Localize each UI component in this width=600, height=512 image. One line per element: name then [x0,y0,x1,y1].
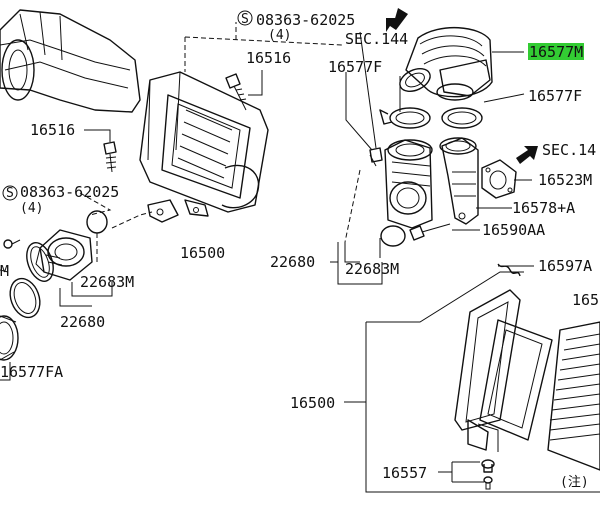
label-16577m[interactable]: 16577M [529,43,583,61]
bolt-16516-left[interactable] [103,141,117,173]
label-16516-left[interactable]: 16516 [30,121,75,139]
label-16577f-b[interactable]: 16577F [528,87,582,105]
screw-symbol-top-letter: S [241,12,249,27]
clamp-16577f-b[interactable] [441,107,483,129]
bolt-16516-top[interactable] [225,73,247,111]
label-m-cut: M [0,262,9,280]
label-bolt-code-left: 08363-62025 [20,183,119,201]
label-note: (注) [560,475,589,490]
gasket-16523m[interactable] [481,159,517,199]
air-cleaner-housing-upper[interactable] [139,71,269,223]
airflow-meter-right[interactable] [384,139,433,229]
air-duct-left[interactable] [0,9,141,113]
bolt-flow-meter[interactable] [369,147,383,167]
bolt-16590aa[interactable] [409,223,451,241]
air-cleaner-housing-lower[interactable] [454,289,553,452]
highlight-16577m [528,43,584,60]
screw-left[interactable] [3,239,21,249]
grommet-16557-a[interactable] [481,459,495,473]
label-16516-top[interactable]: 16516 [246,49,291,67]
label-16578a[interactable]: 16578+A [512,199,575,217]
label-22683m-right[interactable]: 22683M [345,260,399,278]
label-16577f-a[interactable]: 16577F [328,58,382,76]
seal-disc-left[interactable] [86,210,108,234]
label-16597a[interactable]: 16597A [538,257,592,275]
grommet-16557-b[interactable] [483,476,493,490]
label-bolt-qty-top: (4) [268,28,291,43]
label-22680-right[interactable]: 22680 [270,253,315,271]
sec14-arrow [516,146,538,164]
air-filter-element[interactable] [547,321,600,471]
sec144-arrow [386,8,408,32]
seal-disc-right[interactable] [380,225,406,247]
label-16523m[interactable]: 16523M [538,171,592,189]
hose-left[interactable] [0,315,19,361]
label-sec144[interactable]: SEC.144 [345,30,408,48]
screw-symbol-left-letter: S [6,186,14,201]
label-bolt-qty-left: (4) [20,201,43,216]
label-16500-top[interactable]: 16500 [180,244,225,262]
label-16590aa[interactable]: 16590AA [482,221,545,239]
screw-symbol-left [2,185,18,201]
label-22680-left[interactable]: 22680 [60,313,105,331]
screw-symbol-top [237,10,253,26]
pipe-16578a[interactable] [439,137,479,225]
label-16577fa[interactable]: 16577FA [0,363,63,381]
clamp-left-b[interactable] [5,274,45,321]
clamp-16577f-a[interactable] [379,107,431,129]
clamp-left-a[interactable] [22,239,58,285]
label-16500-bottom[interactable]: 16500 [290,394,335,412]
label-bolt-code-top: 08363-62025 [256,11,355,29]
label-16557[interactable]: 16557 [382,464,427,482]
air-duct-16577m[interactable] [396,27,493,101]
label-22683m-left[interactable]: 22683M [80,273,134,291]
label-sec14[interactable]: SEC.14 [542,141,596,159]
label-165-cut: 165 [572,291,599,309]
